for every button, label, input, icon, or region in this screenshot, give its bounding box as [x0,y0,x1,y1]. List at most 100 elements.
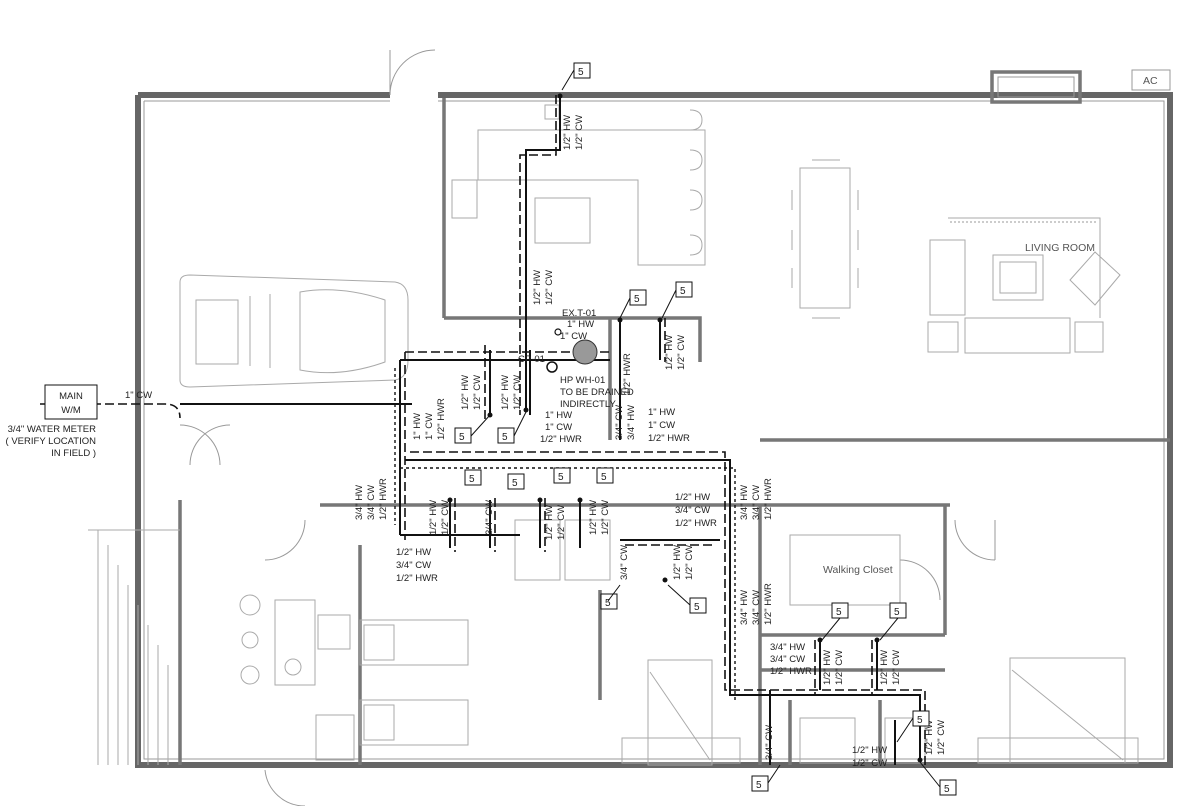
svg-text:5: 5 [694,602,700,613]
fixture-tag: 5 [573,62,591,79]
label-bath2-cw: 3/4" CW [484,500,495,535]
label-water-heater: HP WH-01 [560,375,605,386]
meter-pipe-label: 1" CW [125,390,152,401]
label-trunk-cw: 1" CW [424,413,435,440]
hot-water-piping [40,93,926,765]
svg-text:5: 5 [836,607,842,618]
svg-text:5: 5 [680,286,686,297]
label-suite1-cw: 1/2" CW [834,650,845,685]
expansion-tank-icon [554,328,562,336]
label-wash-hw: 1/2" HW [664,335,675,370]
svg-text:5: 5 [634,294,640,305]
svg-text:5: 5 [917,715,923,726]
fixture-tag: 5 [889,602,907,619]
label-bath5-cw: 3/4" CW [764,725,775,760]
svg-text:5: 5 [605,598,611,609]
room-label-ac: AC [1143,75,1158,87]
water-heater-icon [572,339,598,365]
label-bath6-cw: 1/2" CW [936,720,947,755]
label-laundry-hwr: 1/2" HWR [622,353,633,395]
room-label-walking-closet: Walking Closet [823,564,893,576]
label-wh-hw: 1" HW [545,410,572,421]
label-vanity-cw: 3/4" CW [619,545,630,580]
label-laundry-hw: 1/2" HW [460,375,471,410]
fixture-tag: 5 [454,427,472,444]
svg-text:5: 5 [469,474,475,485]
fixture-tag: 5 [497,427,515,444]
label-trunk-hwr: 1/2" HWR [436,398,447,440]
label-west-cw: 3/4" CW [366,485,377,520]
label-kitchen-cw: 1/2" CW [574,115,585,150]
horizontal-pipe-labels: 1" HW 1" CW 1/2" HWR 1/2" HW 3/4" CW 1/2… [396,407,887,769]
fixture-tag: 5 [831,602,849,619]
label-drain-note-2: INDIRECTLY [560,399,616,410]
fixture-tag: 5 [751,775,769,792]
meter-note-line2: ( VERIFY LOCATION [6,436,97,447]
label-east-hw: 3/4" HW [739,485,750,520]
label-bath3-hw: 1/2" HW [544,505,555,540]
vertical-pipe-labels: 1/2" HW 1/2" CW 1/2" HW 1/2" CW 1/2" HW … [354,115,947,760]
svg-text:5: 5 [558,472,564,483]
label-drain-note-1: TO BE DRAINED [560,387,634,398]
car-icon [179,274,409,388]
label-hall-hw: 1/2" HW [675,492,710,503]
label-wh-hwr: 1/2" HWR [540,434,582,445]
fixture-tag: 5 [507,473,525,490]
svg-text:5: 5 [601,472,607,483]
label-south-cw: 3/4" CW [751,590,762,625]
label-west-hw: 3/4" HW [354,485,365,520]
label-suite1-hw: 1/2" HW [822,650,833,685]
label-south-hw: 3/4" HW [739,590,750,625]
label-tank-hw: 1" HW [567,319,594,330]
fixture-tag: 5 [912,710,930,727]
fixture-tags: 5 5 5 5 5 5 5 5 5 5 5 5 5 5 5 5 [454,62,957,796]
label-laundry-3q-hw: 3/4" HW [626,405,637,440]
label-corr-hwr: 1/2" HWR [396,573,438,584]
label-south-hwr: 1/2" HWR [763,583,774,625]
label-laundry-hwr2: 1/2" HWR [648,433,690,444]
svg-text:5: 5 [578,67,584,78]
circulation-pump-icon [546,361,558,373]
label-laundry-1hw: 1" HW [648,407,675,418]
svg-text:5: 5 [512,478,518,489]
label-bath7-cw: 1/2" CW [852,758,887,769]
fixture-tag: 5 [596,467,614,484]
furniture [88,104,1139,766]
label-kitchen-hw: 1/2" HW [562,115,573,150]
meter-box-line2: W/M [61,405,81,416]
label-east-hwr: 1/2" HWR [763,478,774,520]
label-suite2-hw: 1/2" HW [879,650,890,685]
svg-text:5: 5 [756,780,762,791]
fixture-tag: 5 [689,597,707,614]
exterior-walls [135,92,1173,768]
label-circ-pump: CP-01 [518,354,545,365]
label-vanity-half-cw: 1/2" CW [684,545,695,580]
fixture-tag: 5 [629,289,647,306]
label-laundry2-cw: 1/2" CW [512,375,523,410]
label-tank-cw: 1" CW [560,331,587,342]
label-wh-cw: 1" CW [545,422,572,433]
label-laundry2-hw: 1/2" HW [500,375,511,410]
label-expansion-tank: EX.T-01 [562,308,596,319]
label-bath6-hw: 1/2" HW [924,720,935,755]
label-bath1-hw: 1/2" HW [428,500,439,535]
water-heater-equipment: EX.T-01 1" HW 1" CW CP-01 HP WH-01 TO BE… [518,308,634,445]
label-laundry-3q-cw: 3/4" CW [614,405,625,440]
label-bath4-hw: 1/2" HW [588,500,599,535]
label-suite-hwr: 1/2" HWR [770,666,812,677]
room-label-living-room: LIVING ROOM [1025,242,1095,254]
fixture-tag: 5 [464,469,482,486]
label-bath4-cw: 1/2" CW [600,500,611,535]
fixture-tag: 5 [553,467,571,484]
svg-text:5: 5 [894,607,900,618]
label-suite-hw: 3/4" HW [770,642,805,653]
label-bath7-hw: 1/2" HW [852,745,887,756]
label-vanity-hw: 1/2" HW [672,545,683,580]
meter-box-line1: MAIN [59,391,83,402]
label-riser-cw: 1/2" CW [544,270,555,305]
label-suite-cw: 3/4" CW [770,654,805,665]
label-corr-hw: 1/2" HW [396,547,431,558]
label-wash-cw: 1/2" CW [676,335,687,370]
label-laundry-cw: 1/2" CW [472,375,483,410]
